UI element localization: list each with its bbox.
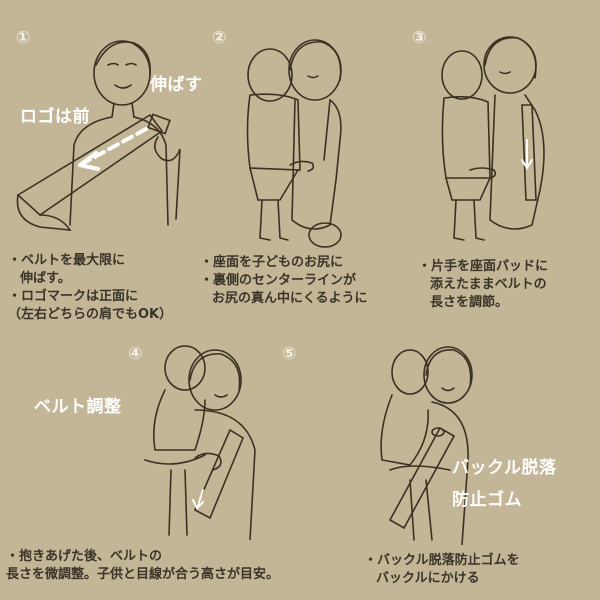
step-3-illustration [440,20,560,250]
step-4-label-belt-adjust: ベルト調整 [34,397,122,417]
step-4-caption-line: 長さを微調整。子供と目線が合う高さが目安。 [6,567,280,582]
step-1-caption-line: ・ロゴマークは正面に [8,289,139,304]
step-2-caption-line: お尻の真ん中にくるように [212,291,368,306]
step-1-caption-line: （左右どちらの肩でもOK） [8,307,173,322]
step-2-caption: ・座面を子どものお尻に ・裏側のセンターラインが お尻の真ん中にくるように [200,254,367,308]
step-5-label-buckle-guard: バックル脱落 防止ゴム [452,452,557,516]
step-1-caption: ・ベルトを最大限に 伸ばす。 ・ロゴマークは正面に （左右どちらの肩でもOK） [8,252,172,324]
step-5-caption-line: ・バックル脱落防止ゴムを [364,553,520,568]
step-4-caption-line: ・抱きあげた後、ベルトの [6,549,163,564]
step-5-caption: ・バックル脱落防止ゴムを バックルにかける [364,552,520,588]
step-1-number: ① [16,28,31,48]
step-3-caption-line: 添えたままベルトの [430,277,547,292]
step-5-illustration [370,340,480,545]
step-5-number: ⑤ [282,344,297,364]
step-5-caption-line: バックルにかける [376,571,480,586]
step-2-caption-line: ・裏側のセンターラインが [200,273,357,288]
step-3-caption-line: ・片手を座面パッドに [418,259,549,274]
step-5-label-line: 防止ゴム [452,490,522,510]
step-1-label-stretch: 伸ばす [150,75,203,95]
step-4-illustration [135,340,265,540]
step-4-number: ④ [128,344,143,364]
step-2-illustration [240,20,370,250]
step-3-number: ③ [412,28,427,48]
step-1-illustration [10,25,210,240]
step-3-caption: ・片手を座面パッドに 添えたままベルトの 長さを調節。 [418,258,548,312]
step-3-caption-line: 長さを調節。 [430,295,509,310]
step-2-caption-line: ・座面を子どものお尻に [200,255,344,270]
step-1-label-logo-front: ロゴは前 [20,107,90,127]
step-4-caption: ・抱きあげた後、ベルトの 長さを微調整。子供と目線が合う高さが目安。 [6,548,279,584]
step-5-label-line: バックル脱落 [452,458,557,478]
step-1-caption-line: 伸ばす。 [20,271,71,286]
step-1-caption-line: ・ベルトを最大限に [8,253,126,268]
step-2-number: ② [212,28,227,48]
